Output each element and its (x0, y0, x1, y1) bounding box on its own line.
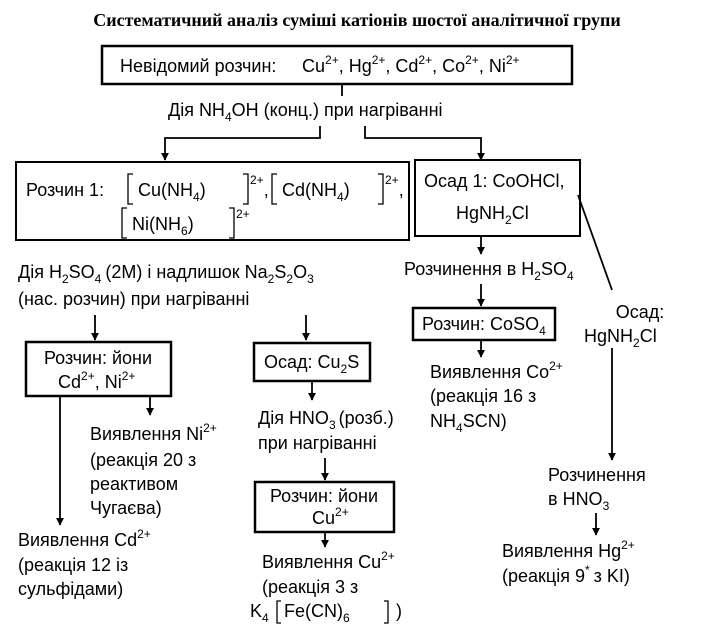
solution1-text-line2: Ni(NH6)2+ (132, 207, 250, 238)
cu-detection-text: Виявлення Cu2+ (262, 549, 395, 572)
cu2s-box (252, 341, 372, 383)
bracket-fe-left (276, 600, 281, 624)
cd-ni-line1: Розчин: йони (44, 348, 152, 368)
hg-detection-text: Виявлення Hg2+ (502, 538, 635, 561)
step-nh4oh: Дія NH4OH (конц.) при нагріванні (168, 100, 443, 124)
coso4-text: Розчин: CoSO4 (422, 314, 546, 338)
bracket-ni-left (121, 207, 127, 239)
ni-detection-line3: реактивом (90, 474, 178, 494)
co-detection-text: Виявлення Co2+ (430, 359, 563, 382)
bracket-cu-right (243, 173, 249, 205)
unknown-solution-text: Невідомий розчин: Cu2+, Hg2+, Cd2+, Co2+… (120, 53, 520, 76)
solution1-box (15, 161, 410, 241)
bracket-cd-right (378, 173, 384, 205)
cd-detection-text: Виявлення Cd2+ (18, 527, 151, 550)
coso4-box (411, 306, 557, 342)
co-detection-line2: (реакція 16 з (430, 386, 536, 406)
step-dissolve-h2so4: Розчинення в H2SO4 (404, 259, 574, 283)
precipitate1-line2: HgNH2Cl (456, 203, 529, 227)
bracket-cd-left (271, 173, 277, 205)
precipitate1-box (414, 159, 581, 237)
co-detection-line3: NH4SCN) (430, 411, 507, 435)
cd-detection-line2: (реакція 12 із (18, 555, 128, 575)
diagram-title: Систематичний аналіз суміші катіонів шос… (93, 10, 621, 30)
bracket-ni-right (229, 207, 235, 239)
step-hg-precip-line1: Осад: (616, 302, 665, 322)
ni-detection-line4: Чугаєва) (90, 498, 162, 518)
cu-ions-line2: Cu2+ (312, 505, 349, 528)
bracket-cu-left (127, 173, 133, 205)
cu2s-text: Осад: Cu2S (264, 352, 359, 376)
ni-detection-text: Виявлення Ni2+ (90, 421, 217, 444)
step-h2so4-line1: Дія H2SO4(2M) і надлишок Na2S2O3 (18, 262, 314, 286)
ni-detection-line2: (реакція 20 з (90, 450, 196, 470)
unknown-solution-box (100, 44, 574, 86)
step-hno3-line1: Дія HNO3(розб.) (258, 408, 394, 432)
step-dissolve-hno3-line2: в HNO3 (548, 489, 610, 513)
cd-ni-box (24, 340, 173, 398)
cd-detection-line3: сульфідами) (18, 579, 123, 599)
solution1-text: Розчин 1: Cu(NH4)2+, Cd(NH4)2+, (26, 173, 404, 204)
cd-ni-line2: Cd2+, Ni2+ (58, 369, 135, 392)
step-dissolve-hno3-line1: Розчинення (548, 465, 646, 485)
step-h2so4-line2: (нас. розчин) при нагріванні (18, 289, 249, 309)
cu-ions-box (253, 480, 396, 534)
cu-detection-line2: (реакція 3 з (262, 577, 358, 597)
step-hg-precip-line2: HgNH2Cl (584, 326, 657, 350)
step-hno3-line2: при нагріванні (258, 433, 377, 453)
precipitate1-line1: Осад 1: CoOHCl, (424, 171, 565, 191)
hg-detection-line2: (реакція 9*з KI) (502, 563, 630, 586)
bracket-fe-right (384, 600, 389, 624)
cu-ions-line1: Розчин: йони (270, 486, 378, 506)
